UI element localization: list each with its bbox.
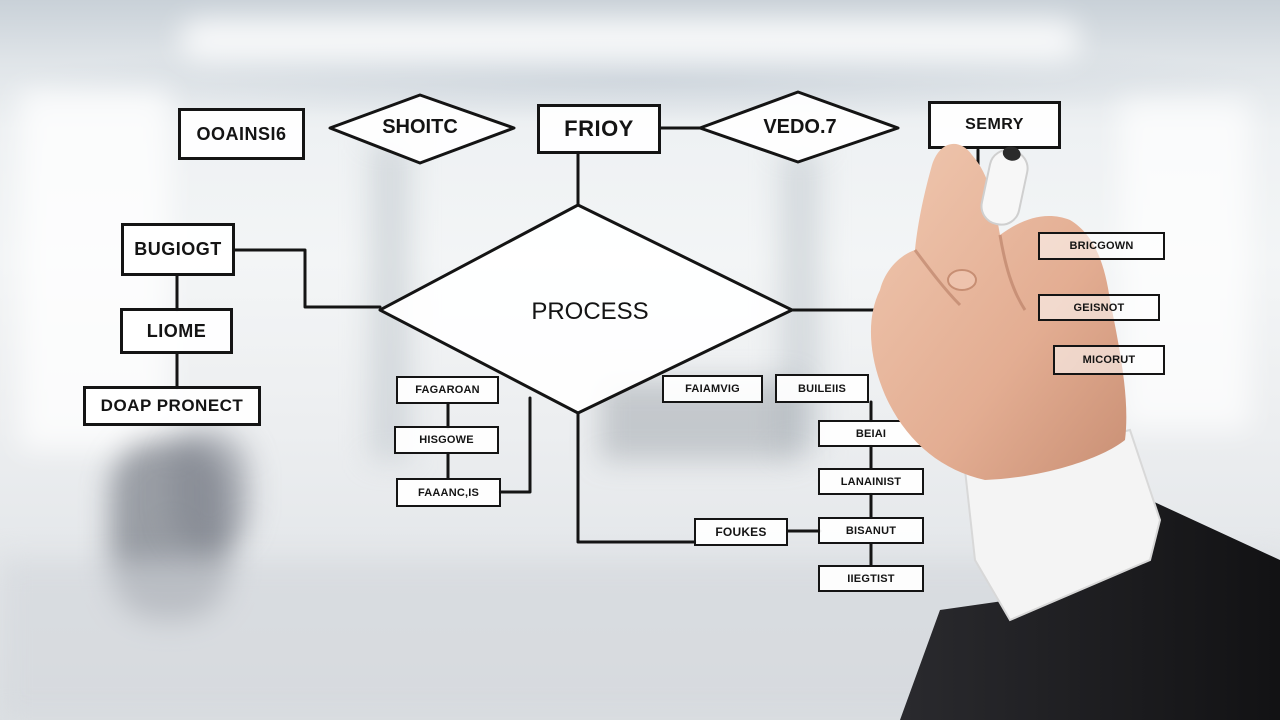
- left-box-3: DOAP PRONECT: [83, 386, 261, 426]
- top-box-2: FRIOY: [537, 104, 661, 154]
- top-diamond-1-label: SHOITC: [382, 116, 458, 138]
- suit-sleeve: [900, 500, 1280, 720]
- right-box-1: BRICGOWN: [1038, 232, 1165, 260]
- process-label: PROCESS: [531, 298, 649, 325]
- lower-right-box-2: LANAINIST: [818, 468, 924, 495]
- right-box-2: GEISNOT: [1038, 294, 1160, 321]
- top-box-1: OOAINSI6: [178, 108, 305, 160]
- left-box-2: LIOME: [120, 308, 233, 354]
- top-diamond-2: [698, 90, 900, 164]
- top-diamond-2-label: VEDO.7: [763, 116, 837, 138]
- hand: [870, 143, 1127, 480]
- lower-left-box-3: FAAANC,IS: [396, 478, 501, 507]
- lower-right-box-3: BISANUT: [818, 517, 924, 544]
- marker-pen: [980, 146, 1029, 226]
- top-diamond-1: [328, 93, 516, 165]
- lower-left-box-1: FAGAROAN: [396, 376, 499, 404]
- lower-right-box-4: IIEGTIST: [818, 565, 924, 592]
- window-panel: [1120, 100, 1250, 430]
- lower-middle-box-2: BUILEIIS: [775, 374, 869, 403]
- thumb-nail: [947, 269, 977, 291]
- lower-left-box-2: HISGOWE: [394, 426, 499, 454]
- right-box-3: MICORUT: [1053, 345, 1165, 375]
- lower-middle-box-3: FOUKES: [694, 518, 788, 546]
- lower-middle-box-1: FAIAMVIG: [662, 375, 763, 403]
- left-box-1: BUGIOGT: [121, 223, 235, 276]
- ceiling-light: [180, 20, 1080, 60]
- finger-shadow: [913, 234, 1027, 311]
- person-silhouette: [170, 430, 250, 550]
- top-box-3: SEMRY: [928, 101, 1061, 149]
